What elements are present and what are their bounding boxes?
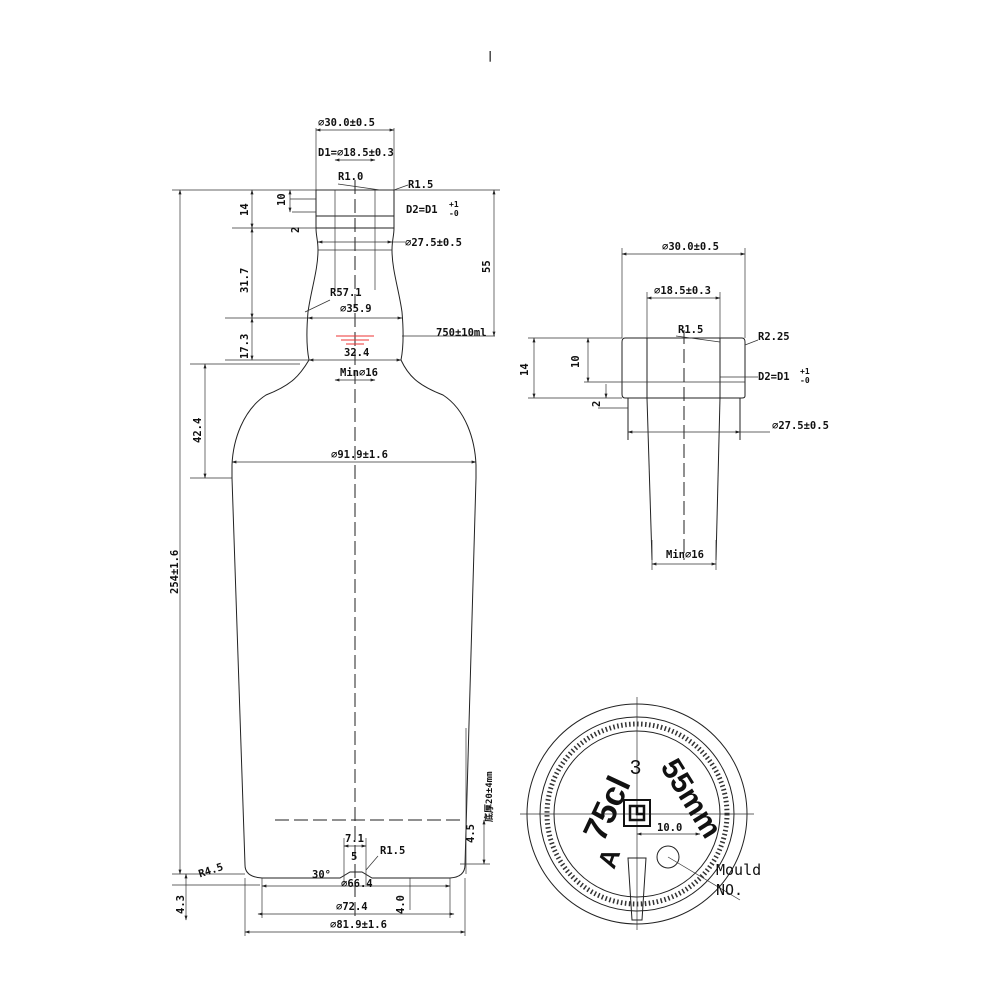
fv-h2: 2 — [591, 401, 603, 407]
dim-h4-0: 4.0 — [395, 895, 407, 914]
dim-d2: D2=D1 — [406, 204, 438, 216]
dim-h2: 2 — [290, 227, 302, 233]
dim-shoulder-dia: ⌀91.9±1.6 — [331, 449, 388, 461]
fv-r1-5: R1.5 — [678, 324, 703, 336]
dim-d7-1: 7.1 — [345, 833, 364, 845]
dim-r57: R57.1 — [330, 287, 362, 299]
dim-h10: 10 — [276, 193, 288, 206]
dim-r-edge: R1.5 — [408, 179, 433, 191]
dim-bulge: ⌀35.9 — [340, 303, 372, 315]
dim-angle: 30° — [312, 869, 331, 881]
base-mark-3: 3 — [630, 757, 641, 779]
dim-h55: 55 — [481, 260, 493, 273]
fv-d2: D2=D1 — [758, 371, 790, 383]
dim-h17-3: 17.3 — [239, 334, 251, 359]
dim-neck-dia: ⌀27.5±0.5 — [405, 237, 462, 249]
fv-h14: 14 — [519, 363, 531, 376]
dim-tol-minus: -0 — [449, 209, 459, 218]
dim-min16: Min⌀16 — [340, 367, 378, 379]
base-mould-label: Mould — [716, 861, 761, 879]
dim-h31-7: 31.7 — [239, 268, 251, 293]
dim-d72: ⌀72.4 — [336, 901, 368, 913]
dim-base-dia: ⌀81.9±1.6 — [330, 919, 387, 931]
fv-tol-plus: +1 — [800, 367, 810, 376]
fv-tol-minus: -0 — [800, 376, 810, 385]
dim-tol-plus: +1 — [449, 200, 459, 209]
dim-total-h: 254±1.6 — [169, 550, 181, 594]
base-view: 75cl 55mm A 3 10.0 Mould NO. — [520, 697, 761, 930]
finish-detail-view: ⌀30.0±0.5 ⌀18.5±0.3 R1.5 R2.25 14 10 2 D… — [519, 241, 829, 570]
base-letter-a: A — [592, 844, 627, 872]
dim-d66: ⌀66.4 — [341, 878, 373, 890]
dim-r1-5: R1.5 — [380, 845, 405, 857]
finish-outline — [621, 337, 746, 399]
base-dim-10: 10.0 — [657, 822, 682, 834]
dim-fill-level: 750±10ml — [436, 327, 487, 339]
dim-h4-5: 4.5 — [465, 824, 477, 843]
base-no-label: NO. — [716, 881, 743, 899]
dim-h14: 14 — [239, 203, 251, 216]
base-mould-dot — [656, 845, 680, 869]
main-bottle-view: ⌀30.0±0.5 D1=⌀18.5±0.3 R1.0 R1.5 14 10 2… — [169, 117, 500, 936]
dim-h42-4: 42.4 — [192, 418, 204, 443]
fv-r2-25: R2.25 — [758, 331, 790, 343]
dim-r-top: R1.0 — [338, 171, 363, 183]
dim-r4-5: R4.5 — [197, 861, 225, 880]
dim-d5: 5 — [351, 851, 357, 863]
fv-bore: ⌀18.5±0.3 — [654, 285, 711, 297]
dim-wall: 底厚20±4mm — [483, 771, 495, 822]
fv-od: ⌀30.0±0.5 — [662, 241, 719, 253]
fv-neck: ⌀27.5±0.5 — [772, 420, 829, 432]
dim-h4-3: 4.3 — [175, 895, 187, 914]
fv-min16: Min⌀16 — [666, 549, 704, 561]
dim-neck-od: ⌀30.0±0.5 — [318, 117, 375, 129]
dim-bore-d1: D1=⌀18.5±0.3 — [318, 147, 394, 159]
base-mould-tab — [627, 857, 647, 921]
base-logo-box — [623, 799, 651, 827]
dim-neck-min: 32.4 — [344, 347, 369, 359]
base-logo-glyph — [628, 804, 646, 822]
fv-h10: 10 — [570, 355, 582, 368]
top-mark: | — [487, 50, 493, 62]
